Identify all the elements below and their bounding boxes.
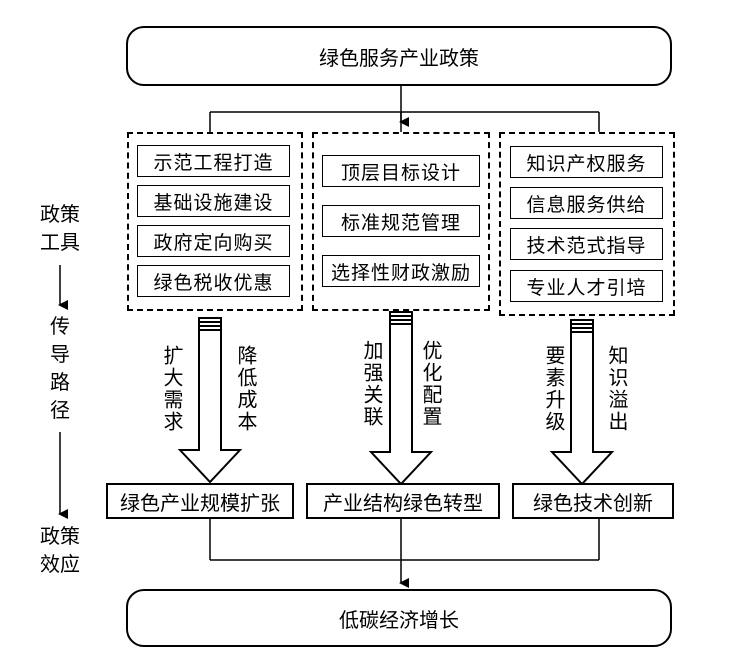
- tool-group-1: [127, 132, 303, 311]
- tool-item-1-3: 政府定向购买: [137, 225, 290, 257]
- tool-item-1-4: 绿色税收优惠: [137, 265, 290, 297]
- top-policy-label: 绿色服务产业政策: [319, 45, 479, 70]
- tool-item-3-3: 技术范式指导: [510, 228, 663, 260]
- bottom-growth-label: 低碳经济增长: [339, 607, 459, 632]
- path-label-2-right: 优化配置: [419, 340, 443, 428]
- hollow-arrow-1: [177, 317, 243, 484]
- tool-item-1-2: 基础设施建设: [137, 185, 290, 217]
- tool-group-2: [312, 132, 490, 311]
- tool-item-3-1: 知识产权服务: [510, 146, 663, 178]
- bottom-growth-box: 低碳经济增长: [126, 589, 672, 647]
- hollow-arrow-3: [549, 319, 615, 486]
- path-label-3-right: 知识溢出: [605, 345, 629, 433]
- tool-item-2-2: 标准规范管理: [322, 205, 480, 237]
- tool-group-3: [499, 132, 675, 316]
- tool-item-1-1: 示范工程打造: [137, 145, 290, 177]
- path-label-1-left: 扩大需求: [160, 345, 184, 433]
- tool-item-3-2: 信息服务供给: [510, 187, 663, 219]
- side-label-path: 传 导 路 径: [50, 314, 70, 422]
- side-label-effect: 政策 效应: [40, 524, 80, 576]
- top-policy-box: 绿色服务产业政策: [126, 26, 672, 86]
- path-label-2-left: 加强关联: [360, 340, 384, 428]
- path-label-1-right: 降低成本: [234, 345, 258, 433]
- effect-box-1: 绿色产业规模扩张: [106, 483, 294, 519]
- effect-box-3: 绿色技术创新: [512, 483, 674, 519]
- effect-box-2: 产业结构绿色转型: [306, 483, 500, 519]
- tool-item-2-1: 顶层目标设计: [322, 155, 480, 187]
- hollow-arrow-2: [368, 311, 434, 486]
- side-label-tools: 政策 工具: [40, 202, 80, 254]
- tool-item-2-3: 选择性财政激励: [322, 255, 480, 287]
- path-label-3-left: 要素升级: [542, 345, 566, 433]
- tool-item-3-4: 专业人才引培: [510, 270, 663, 302]
